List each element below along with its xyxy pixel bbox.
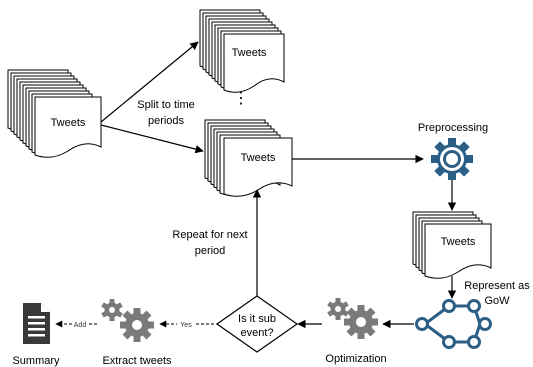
optimization-label: Optimization [325,353,386,365]
tweets-preprocessed-label: Tweets [441,236,476,248]
add-label: Add [74,322,87,329]
tweets-source-stack: Tweets [7,69,102,158]
repeat-label-line2: period [195,245,226,257]
preprocessing-label: Preprocessing [418,122,488,134]
decision-label-line1: Is it sub [238,313,276,325]
graph-of-words-icon [415,299,492,349]
yes-label: Yes [180,322,192,329]
repeat-label-line1: Repeat for next [172,229,247,241]
edge-split-period [100,124,204,154]
extract-tweets-label: Extract tweets [102,355,172,367]
ellipsis-label: ⋮ [233,90,249,107]
gears-icon [101,299,154,342]
gear-icon [431,138,473,180]
tweets-top-stack: Tweets [199,9,285,93]
tweets-period-stack: Tweets [204,119,293,197]
tweets-preprocessed-stack: Tweets [412,211,492,279]
represent-label-line2: GoW [484,295,510,307]
summary-label: Summary [12,355,60,367]
tweets-top-label: Tweets [232,47,267,59]
gears-icon [327,298,378,339]
decision-label-line2: event? [240,327,273,339]
represent-label-line1: Represent as [464,280,530,292]
edge-split-top [100,41,199,123]
split-label-line2: periods [148,115,185,127]
decision-diamond: Is it sub event? [215,295,299,353]
split-label-line1: Split to time [137,99,194,111]
document-icon [23,303,50,344]
tweets-source-label: Tweets [51,117,86,129]
tweets-period-label: Tweets [241,152,276,164]
